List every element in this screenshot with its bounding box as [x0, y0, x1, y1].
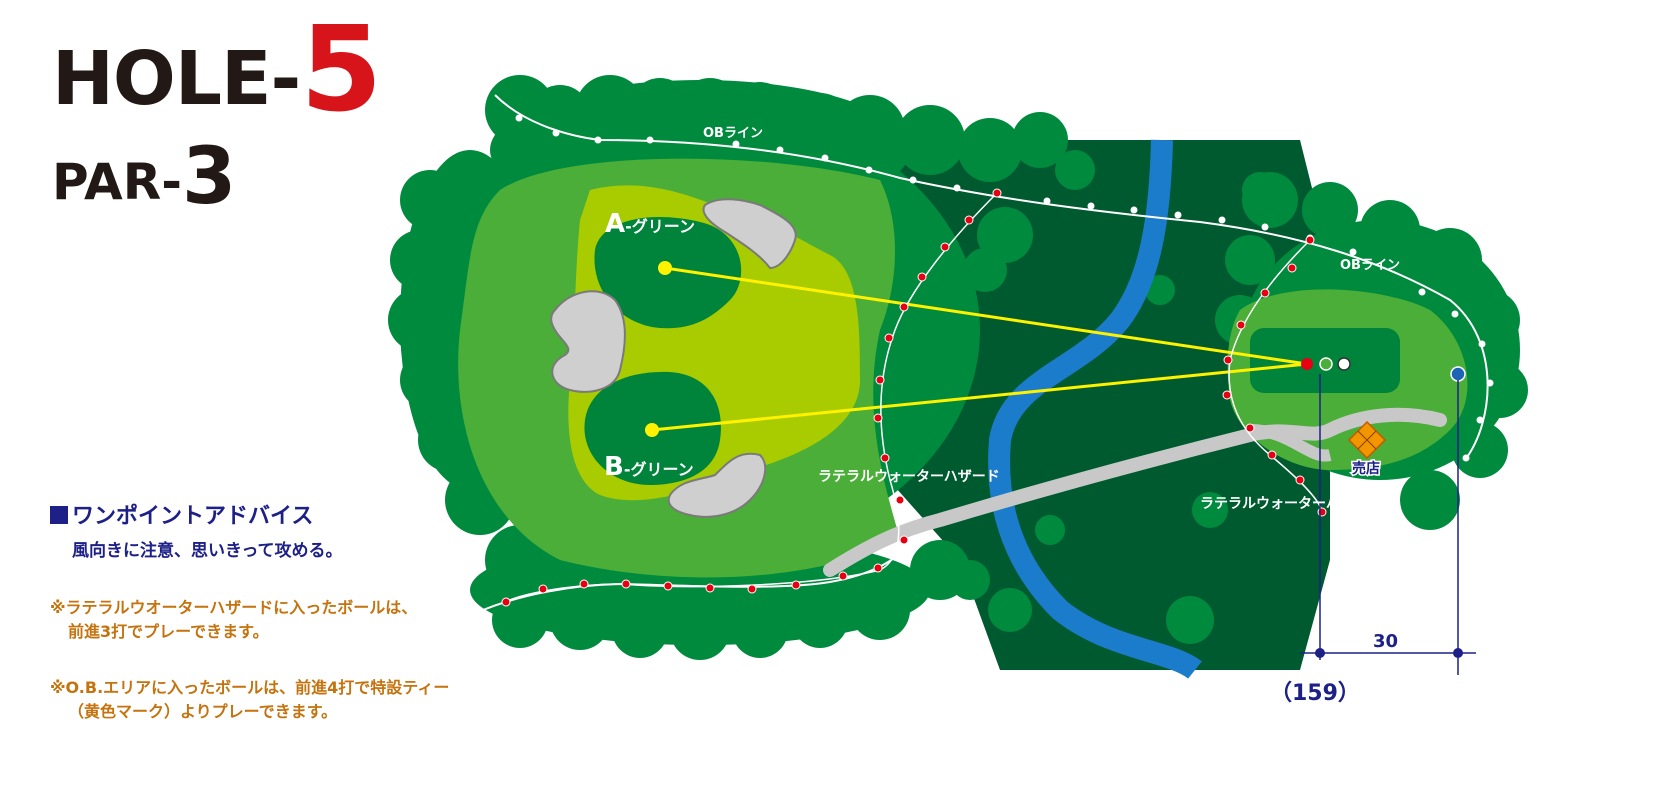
- bunkers: [550, 198, 797, 518]
- ob-line-label-right: OBライン: [1340, 258, 1400, 273]
- green-a-letter: A: [605, 209, 625, 239]
- green-a-label: A-グリーン: [605, 209, 695, 239]
- shop-marker: [1347, 420, 1387, 460]
- square-icon: [50, 506, 68, 524]
- shot-line-b: [651, 362, 1308, 432]
- par-number: 3: [182, 132, 237, 222]
- advice-heading: ワンポイントアドバイス: [50, 498, 342, 530]
- water-stream: [988, 139, 1202, 680]
- water-hazard-label-right: ラテラルウォーターハザード: [1200, 496, 1382, 512]
- note-water-line1: ※ラテラルウオーターハザードに入ったボールは、: [50, 598, 418, 617]
- distance-30-label: 30: [1373, 631, 1398, 652]
- bunker-bottom: [667, 452, 767, 518]
- note-ob-line2: （黄色マーク）よりプレーできます。: [68, 702, 338, 721]
- distance-dot-right: [1453, 648, 1463, 658]
- tee-marker-green: [1319, 357, 1333, 371]
- distance-dot-left: [1315, 648, 1325, 658]
- tee-marker-blue: [1450, 366, 1466, 382]
- note-water-hazard: ※ラテラルウオーターハザードに入ったボールは、 前進3打でプレーできます。: [50, 596, 417, 644]
- hazard-stakes: [501, 188, 1327, 607]
- shop-label: 売店: [1352, 460, 1380, 477]
- note-ob-line1: ※O.B.エリアに入ったボールは、前進4打で特設ティー: [50, 678, 450, 697]
- pin-a: [658, 261, 672, 275]
- tee-marker-red: [1301, 358, 1313, 370]
- cart-path-branch: [1249, 424, 1332, 462]
- one-point-advice: ワンポイントアドバイス 風向きに注意、思いきって攻める。: [50, 498, 342, 561]
- green-b-suffix: -グリーン: [624, 460, 694, 479]
- bunker-left: [550, 290, 626, 393]
- ob-line-label-left: OBライン: [703, 126, 763, 141]
- hole-number: 5: [300, 0, 382, 138]
- green-a-suffix: -グリーン: [625, 217, 695, 236]
- green-b-letter: B: [604, 452, 624, 482]
- tee-marker-white: [1337, 357, 1351, 371]
- water-hazard-label-center: ラテラルウォーターハザード: [818, 469, 1000, 485]
- note-water-line2: 前進3打でプレーできます。: [68, 622, 269, 641]
- bunker-top: [702, 198, 797, 270]
- advice-text: 風向きに注意、思いきって攻める。: [72, 541, 343, 561]
- distance-159-label: （159）: [1270, 681, 1360, 706]
- pin-b: [645, 423, 659, 437]
- shot-line-a: [664, 266, 1308, 366]
- par-prefix: PAR-: [52, 153, 183, 211]
- hole-prefix: HOLE-: [52, 36, 301, 122]
- hole-title: HOLE-5: [52, 10, 382, 128]
- par-title: PAR-3: [52, 138, 236, 216]
- cart-path: [823, 407, 1447, 577]
- note-ob-area: ※O.B.エリアに入ったボールは、前進4打で特設ティー （黄色マーク）よりプレー…: [50, 676, 449, 724]
- green-b-label: B-グリーン: [604, 452, 694, 482]
- distance-lines: [1300, 374, 1476, 675]
- advice-heading-text: ワンポイントアドバイス: [72, 504, 314, 529]
